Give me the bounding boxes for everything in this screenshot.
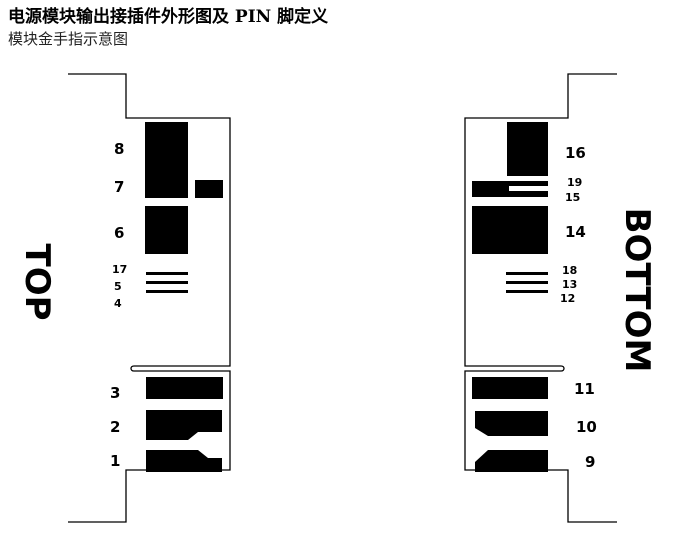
top-board: 8 7 6 17 5 4 3 2 1 TOP <box>17 73 231 523</box>
bottom-pin-label: 12 <box>560 292 575 305</box>
bottom-pin-label: 16 <box>565 144 586 162</box>
bottom-pad-18 <box>506 272 548 275</box>
bottom-pad-14 <box>472 206 548 254</box>
top-pin-label: 2 <box>110 418 120 436</box>
top-pad-17 <box>146 272 188 275</box>
bottom-side-label: BOTTOM <box>617 208 657 373</box>
bottom-pin-label: 14 <box>565 223 586 241</box>
top-pin-label: 1 <box>110 452 120 470</box>
top-pad-3 <box>146 377 223 399</box>
top-pad-8-7 <box>145 122 188 198</box>
bottom-pad-19-15 <box>472 181 548 197</box>
top-pin-label: 6 <box>114 224 124 242</box>
top-pin-label: 4 <box>114 297 122 310</box>
top-pad-2 <box>146 410 222 440</box>
bottom-pad-10 <box>475 411 548 436</box>
bottom-pad-11 <box>472 377 548 399</box>
top-pad-6 <box>145 206 188 254</box>
top-pin-label: 17 <box>112 263 127 276</box>
bottom-board-outline <box>464 73 617 523</box>
top-side-label: TOP <box>17 243 57 320</box>
page-title: 电源模块输出接插件外形图及 PIN 脚定义 <box>8 7 329 27</box>
top-pin-label: 5 <box>114 280 122 293</box>
bottom-pin-label: 13 <box>562 278 577 291</box>
top-pin-label: 8 <box>114 140 124 158</box>
bottom-pin-label: 11 <box>574 380 595 398</box>
page-subtitle: 模块金手指示意图 <box>8 30 129 48</box>
bottom-pin-label: 15 <box>565 191 580 204</box>
bottom-pin-label: 10 <box>576 418 597 436</box>
top-pad-7-small <box>195 180 223 198</box>
bottom-pad-16 <box>507 122 548 176</box>
top-pin-label: 7 <box>114 178 124 196</box>
top-pad-5 <box>146 281 188 284</box>
bottom-pad-12 <box>506 290 548 293</box>
bottom-pin-label: 18 <box>562 264 577 277</box>
top-pad-1 <box>146 450 222 472</box>
bottom-board: 16 19 15 14 18 13 12 11 10 9 BOTTOM <box>464 73 657 523</box>
bottom-pad-13 <box>506 281 548 284</box>
bottom-pin-label: 9 <box>585 453 595 471</box>
top-board-outline <box>68 73 231 523</box>
top-pin-label: 3 <box>110 384 120 402</box>
top-pad-4 <box>146 290 188 293</box>
bottom-pin-label: 19 <box>567 176 582 189</box>
bottom-pad-9 <box>475 450 548 472</box>
